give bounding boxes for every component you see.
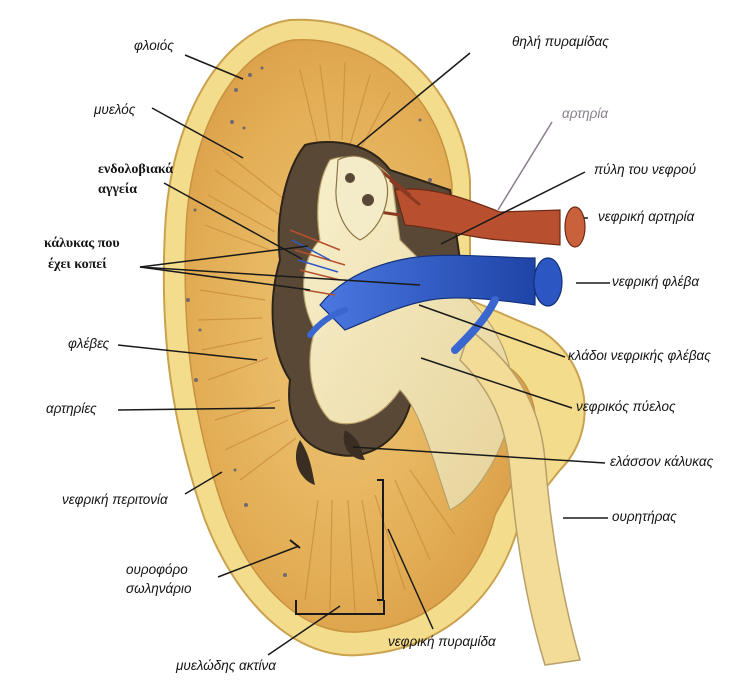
- label-nefriki-fleva: νεφρική φλέβα: [612, 274, 699, 290]
- label-endolobiaka-line1: ενδολοβιακά: [98, 162, 173, 178]
- label-ourofore-line1: ουροφόρο: [126, 562, 188, 578]
- label-ourofore-line2: σωληνάριο: [126, 581, 191, 597]
- label-artiria: αρτηρία: [562, 106, 608, 122]
- label-fleves: φλέβες: [68, 336, 109, 352]
- label-ourithiras: ουρητήρας: [612, 509, 677, 525]
- label-elasson-kalykas: ελάσσον κάλυκας: [610, 454, 713, 470]
- label-nefriki-artiria: νεφρική αρτηρία: [598, 209, 694, 225]
- label-nefriki-pyramida: νεφρική πυραμίδα: [388, 634, 496, 650]
- label-myelodis-aktina: μυελώδης ακτίνα: [176, 658, 276, 674]
- label-myelos: μυελός: [94, 102, 135, 118]
- label-floios: φλοιός: [134, 38, 174, 54]
- label-endolobiaka-line2: αγγεία: [98, 182, 137, 198]
- label-pyli-nefrou: πύλη του νεφρού: [594, 162, 696, 178]
- label-nefriki-peritonia: νεφρική περιτονία: [62, 492, 168, 508]
- label-nefrikos-pyelos: νεφρικός πύελος: [576, 399, 676, 415]
- label-artiries: αρτηρίες: [46, 401, 97, 417]
- label-kladoi-nefrikis-flevas: κλάδοι νεφρικής φλέβας: [568, 348, 711, 364]
- label-thili-pyramidas: θηλή πυραμίδας: [512, 34, 609, 50]
- label-kalykas-line1: κάλυκας που: [44, 236, 120, 252]
- label-kalykas-line2: έχει κοπεί: [48, 257, 107, 273]
